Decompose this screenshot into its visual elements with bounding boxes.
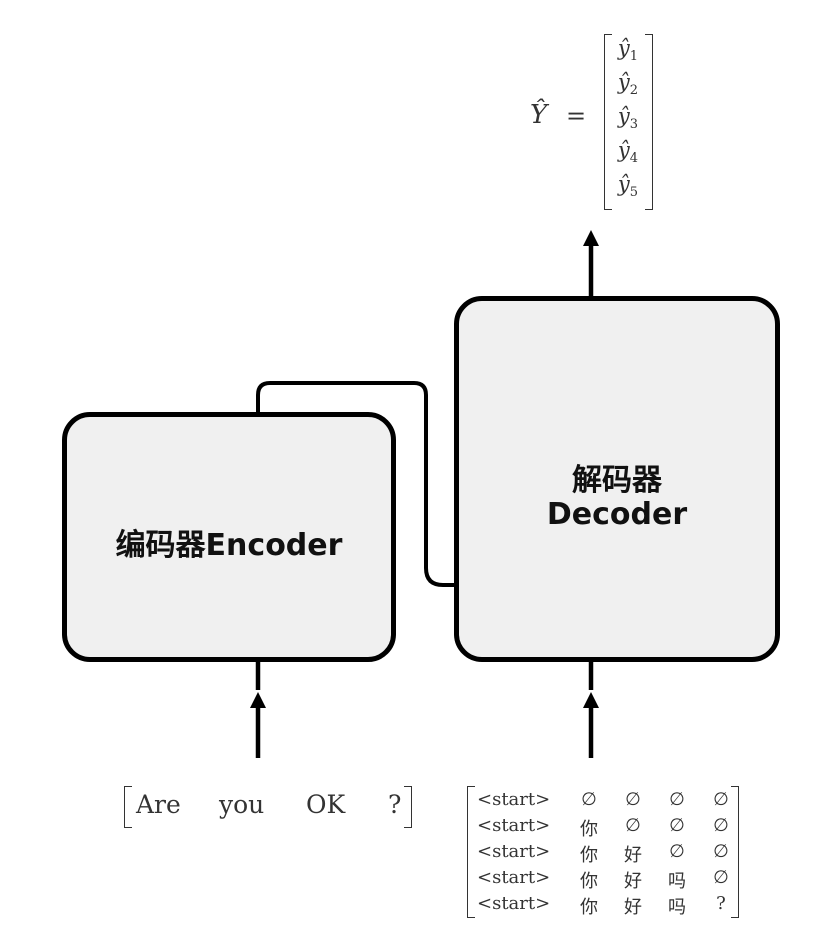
matrix-cell: ∅	[713, 789, 729, 810]
decoder-input-right-bracket	[731, 786, 739, 918]
matrix-cell: 你	[580, 871, 598, 892]
matrix-cell: 好	[624, 897, 642, 918]
decoder-output-arrowhead	[583, 230, 599, 246]
encoder-input-left-bracket	[124, 786, 132, 828]
matrix-cell: ∅	[625, 815, 641, 836]
encoder-input-token: Are	[136, 790, 181, 819]
decoder-box: 解码器 Decoder	[454, 296, 780, 662]
matrix-cell: ∅	[669, 841, 685, 862]
matrix-cell: ∅	[713, 867, 729, 888]
output-entry: ŷ1	[617, 36, 639, 65]
encoder-box: 编码器Encoder	[62, 412, 396, 662]
output-left-bracket	[604, 34, 612, 210]
decoder-label-zh: 解码器	[572, 463, 662, 498]
matrix-cell: ∅	[625, 789, 641, 810]
output-entry: ŷ3	[617, 104, 639, 133]
matrix-cell: <start>	[477, 893, 551, 914]
encoder-input-token: you	[219, 790, 265, 819]
matrix-cell: 好	[624, 871, 642, 892]
matrix-cell: 吗	[668, 897, 686, 918]
matrix-cell: ?	[716, 893, 726, 914]
matrix-cell: 你	[580, 819, 598, 840]
output-entry: ŷ5	[617, 172, 639, 201]
matrix-cell: 你	[580, 897, 598, 918]
matrix-cell: ∅	[581, 789, 597, 810]
output-lhs: Ŷ	[530, 100, 548, 130]
matrix-cell: ∅	[713, 841, 729, 862]
encoder-input-arrowhead	[250, 692, 266, 708]
matrix-cell: <start>	[477, 867, 551, 888]
output-entry: ŷ2	[617, 70, 639, 99]
matrix-cell: ∅	[669, 789, 685, 810]
output-right-bracket	[645, 34, 653, 210]
matrix-cell: 你	[580, 845, 598, 866]
encoder-input-right-bracket	[404, 786, 412, 828]
matrix-cell: <start>	[477, 789, 551, 810]
encoder-input-token: ?	[388, 790, 402, 819]
decoder-input-arrowhead	[583, 692, 599, 708]
output-entry: ŷ4	[617, 138, 639, 167]
encoder-to-decoder-connector	[256, 381, 455, 587]
matrix-cell: 吗	[668, 871, 686, 892]
matrix-cell: ∅	[669, 815, 685, 836]
matrix-cell: 好	[624, 845, 642, 866]
matrix-cell: ∅	[713, 815, 729, 836]
decoder-input-left-bracket	[467, 786, 475, 918]
encoder-input-token: OK	[306, 790, 346, 819]
encoder-label: 编码器Encoder	[115, 528, 343, 563]
matrix-cell: <start>	[477, 815, 551, 836]
output-equals: =	[566, 102, 587, 130]
matrix-cell: <start>	[477, 841, 551, 862]
decoder-label-en: Decoder	[546, 497, 688, 532]
